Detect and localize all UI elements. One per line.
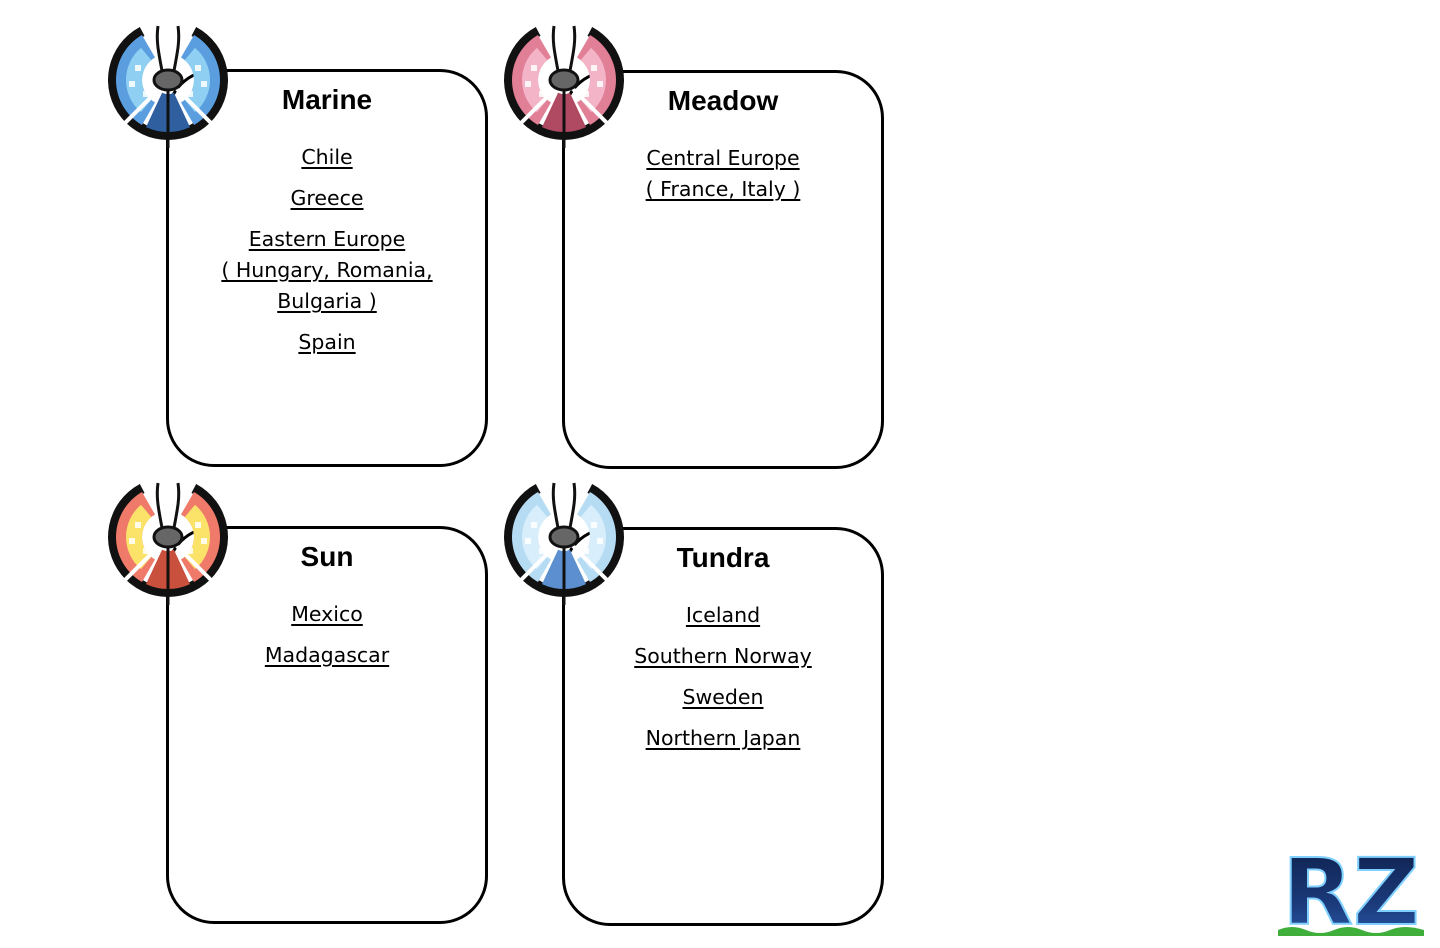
link-greece[interactable]: Greece	[290, 186, 364, 210]
link-spain[interactable]: Spain	[298, 330, 356, 354]
sun-pattern-emblem-icon	[108, 482, 228, 605]
meadow-pattern-emblem-icon	[504, 25, 624, 148]
link-eastern-europe[interactable]: Eastern Europe	[248, 227, 406, 251]
link-central-europe[interactable]: Central Europe	[646, 146, 800, 170]
marine-pattern-emblem-icon	[108, 25, 228, 148]
link-northern-japan[interactable]: Northern Japan	[645, 726, 801, 750]
card-meadow: Meadow Central Europe ( France, Italy )	[562, 70, 884, 469]
card-list-meadow: Central Europe ( France, Italy )	[565, 143, 881, 215]
card-title-marine: Marine	[281, 84, 373, 115]
link-iceland[interactable]: Iceland	[685, 603, 761, 627]
link-eastern-europe-countries-1[interactable]: ( Hungary, Romania,	[221, 258, 433, 282]
link-eastern-europe-countries-2[interactable]: Bulgaria )	[277, 289, 377, 313]
link-mexico[interactable]: Mexico	[291, 602, 363, 626]
card-title-meadow: Meadow	[667, 85, 779, 116]
card-tundra: Tundra Iceland Southern Norway Sweden No…	[562, 527, 884, 926]
card-sun: Sun Mexico Madagascar	[166, 526, 488, 924]
card-list-sun: Mexico Madagascar	[169, 599, 485, 681]
link-sweden[interactable]: Sweden	[682, 685, 764, 709]
link-chile[interactable]: Chile	[301, 145, 353, 169]
card-list-tundra: Iceland Southern Norway Sweden Northern …	[565, 600, 881, 764]
rz-logo-text: RZ	[1282, 844, 1420, 938]
link-southern-norway[interactable]: Southern Norway	[634, 644, 812, 668]
tundra-pattern-emblem-icon	[504, 482, 624, 605]
card-title-tundra: Tundra	[676, 542, 770, 573]
link-madagascar[interactable]: Madagascar	[264, 643, 390, 667]
rz-logo-icon: RZ	[1278, 844, 1424, 938]
link-central-europe-countries[interactable]: ( France, Italy )	[645, 177, 801, 201]
card-marine: Marine Chile Greece Eastern Europe ( Hung…	[166, 69, 488, 467]
card-list-marine: Chile Greece Eastern Europe ( Hungary, Ro…	[169, 142, 485, 368]
card-title-sun: Sun	[300, 541, 354, 572]
